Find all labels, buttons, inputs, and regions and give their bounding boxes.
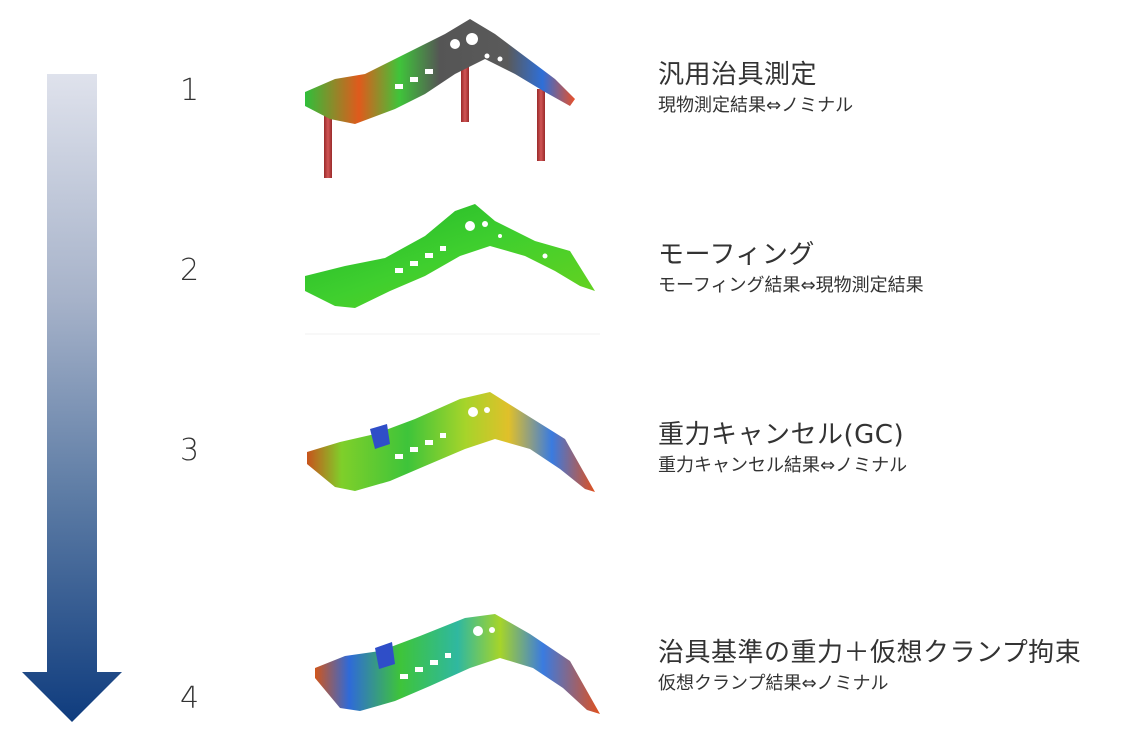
step-4-text: 治具基準の重力＋仮想クランプ拘束 仮想クランプ結果⇔ノミナル (658, 638, 1081, 695)
step-1-title: 汎用治具測定 (658, 60, 818, 90)
step-2-subtitle: モーフィング結果⇔現物測定結果 (658, 275, 924, 297)
step-4-title: 治具基準の重力＋仮想クランプ拘束 (658, 638, 1082, 668)
step-3-subtitle: 重力キャンセル結果⇔ノミナル (658, 455, 908, 477)
step-number-1: 1 (180, 73, 200, 108)
down-arrow-icon (22, 74, 122, 722)
process-flow-arrow (22, 74, 122, 724)
step-2-part-image (295, 196, 615, 336)
step-number-4: 4 (180, 681, 200, 716)
step-1-part-image (295, 14, 615, 184)
step-2-text: モーフィング モーフィング結果⇔現物測定結果 (658, 240, 924, 297)
step-3-part-image (295, 384, 615, 504)
step-2-title: モーフィング (658, 240, 815, 270)
step-number-2: 2 (180, 253, 200, 288)
step-1-text: 汎用治具測定 現物測定結果⇔ノミナル (658, 60, 853, 117)
step-4-subtitle: 仮想クランプ結果⇔ノミナル (658, 673, 889, 695)
step-1-subtitle: 現物測定結果⇔ノミナル (658, 95, 854, 117)
step-number-3: 3 (180, 433, 200, 468)
step-4-part-image (295, 606, 615, 721)
step-3-text: 重力キャンセル(GC) 重力キャンセル結果⇔ノミナル (658, 420, 907, 477)
step-3-title: 重力キャンセル(GC) (658, 420, 905, 450)
